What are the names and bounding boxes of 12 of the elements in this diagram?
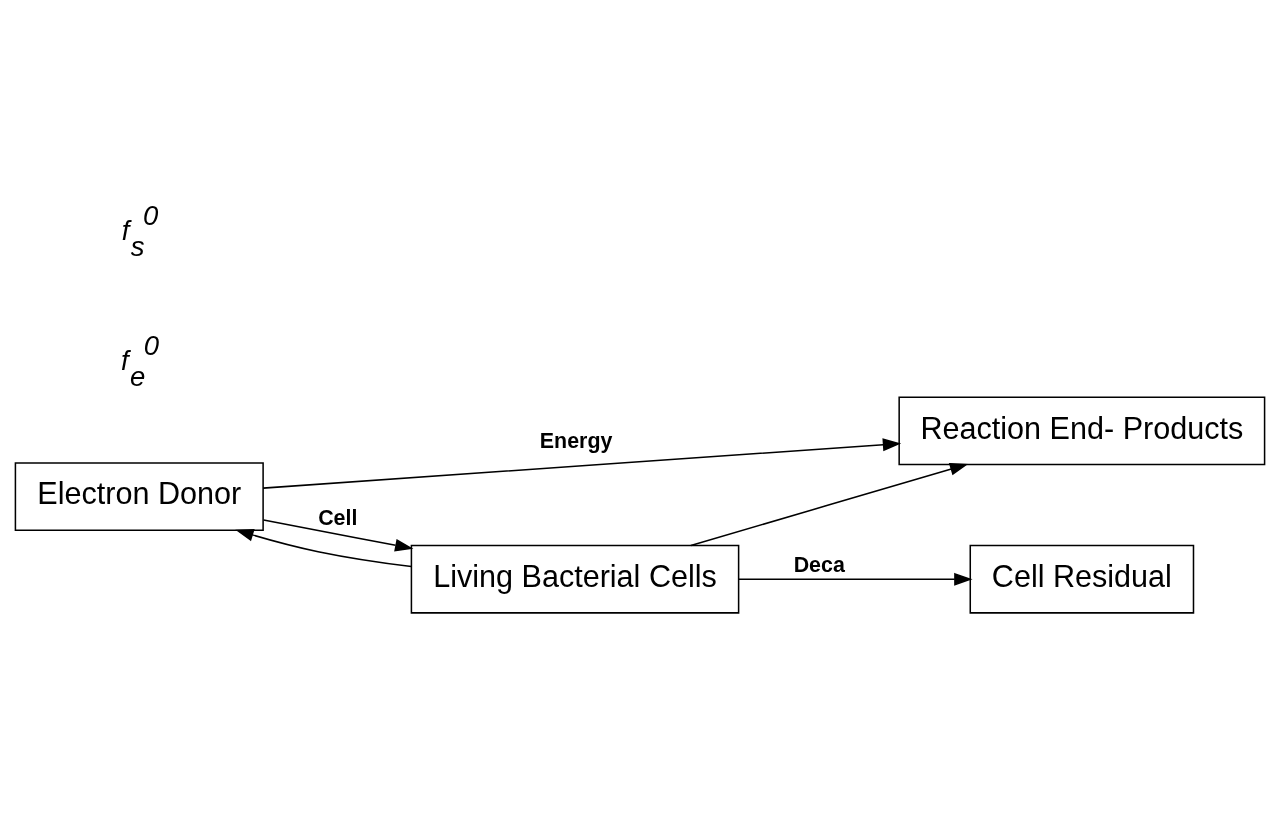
arrow bbox=[737, 572, 973, 586]
edge-label: Energy bbox=[539, 429, 613, 454]
edge-label: Cell bbox=[318, 505, 358, 530]
node-box: Living Bacterial Cells bbox=[410, 544, 740, 614]
arrow bbox=[235, 528, 413, 568]
node-box: Cell Residual bbox=[969, 544, 1195, 614]
edge-label: Deca bbox=[793, 552, 845, 577]
node-box: Electron Donor bbox=[14, 462, 264, 532]
node-box: Reaction End- Products bbox=[898, 396, 1266, 466]
arrow bbox=[262, 438, 902, 489]
arrow bbox=[690, 462, 969, 547]
arrow bbox=[262, 519, 414, 552]
